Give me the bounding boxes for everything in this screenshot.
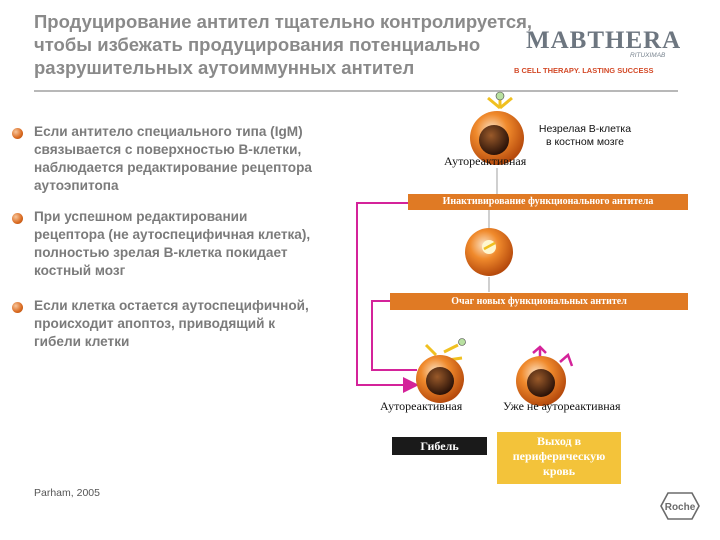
new-antibodies-box: Очаг новых функциональных антител: [390, 293, 688, 310]
inactivation-box: Инактивирование функционального антитела: [408, 194, 688, 210]
bullet-2-line: рецептора (не аутоспецифичная клетка),: [34, 227, 311, 242]
logo-tagline: B CELL THERAPY. LASTING SUCCESS: [514, 66, 654, 75]
roche-logo: Roche: [660, 492, 700, 520]
immature-bcell: [470, 91, 524, 165]
exit-line-2: периферическую: [512, 449, 606, 463]
slide-title: Продуцирование антител тщательно контрол…: [34, 10, 533, 79]
bullet-2: При успешном редактировании рецептора (н…: [34, 208, 310, 280]
bullet-3-line: гибели клетки: [34, 334, 130, 349]
bullet-1-line: Если антитело специального типа (IgM): [34, 124, 303, 139]
bullet-1-line: аутоэпитопа: [34, 178, 119, 193]
feedback-arrows: [356, 202, 419, 393]
mabthera-logo: MABTHERA RITUXIMAB: [526, 27, 691, 60]
death-box: Гибель: [392, 437, 487, 455]
title-line-3: разрушительных аутоиммунных антител: [34, 57, 415, 78]
bullet-1: Если антитело специального типа (IgM) св…: [34, 123, 312, 195]
bullet-2-line: костный мозг: [34, 263, 126, 278]
immature-cell-label: Незрелая В-клетка в костном мозге: [525, 123, 645, 149]
bullet-1-line: наблюдается редактирование рецептора: [34, 160, 312, 175]
exit-to-blood-box: Выход в периферическую кровь: [497, 432, 621, 484]
roche-logo-text: Roche: [665, 502, 696, 513]
not-autoreactive-label: Уже не аутореактивная: [503, 399, 621, 413]
exit-line-3: кровь: [542, 464, 576, 478]
non-autoreactive-bcell: [516, 345, 574, 406]
bullet-3-line: Если клетка остается аутоспецифичной,: [34, 298, 309, 313]
immature-label-line-1: Незрелая В-клетка: [538, 123, 632, 135]
bullet-icon: [12, 302, 23, 313]
bullet-icon: [12, 128, 23, 139]
autoreactive-top-label: Аутореактивная: [444, 154, 527, 168]
title-line-2: чтобы избежать продуцирования потенциаль…: [34, 34, 481, 55]
logo-main-text: MABTHERA: [526, 27, 682, 54]
editing-bcell: [465, 228, 513, 276]
bullet-3: Если клетка остается аутоспецифичной, пр…: [34, 297, 309, 351]
logo-sub-text: RITUXIMAB: [630, 52, 666, 59]
autoreactive-bcell: [416, 338, 466, 403]
immature-label-line-2: в костном мозге: [545, 136, 625, 148]
reference-citation: Parham, 2005: [34, 487, 100, 499]
autoreactive-bottom-label: Аутореактивная: [380, 399, 463, 413]
bullet-2-line: полностью зрелая В-клетка покидает: [34, 245, 288, 260]
title-line-1: Продуцирование антител тщательно контрол…: [34, 11, 533, 32]
bullet-1-line: связывается с поверхностью В-клетки,: [34, 142, 302, 157]
bullet-icon: [12, 213, 23, 224]
bullet-2-line: При успешном редактировании: [34, 209, 248, 224]
bullet-3-line: происходит апоптоз, приводящий к: [34, 316, 276, 331]
header-divider: [34, 90, 678, 92]
exit-line-1: Выход в: [536, 434, 582, 448]
